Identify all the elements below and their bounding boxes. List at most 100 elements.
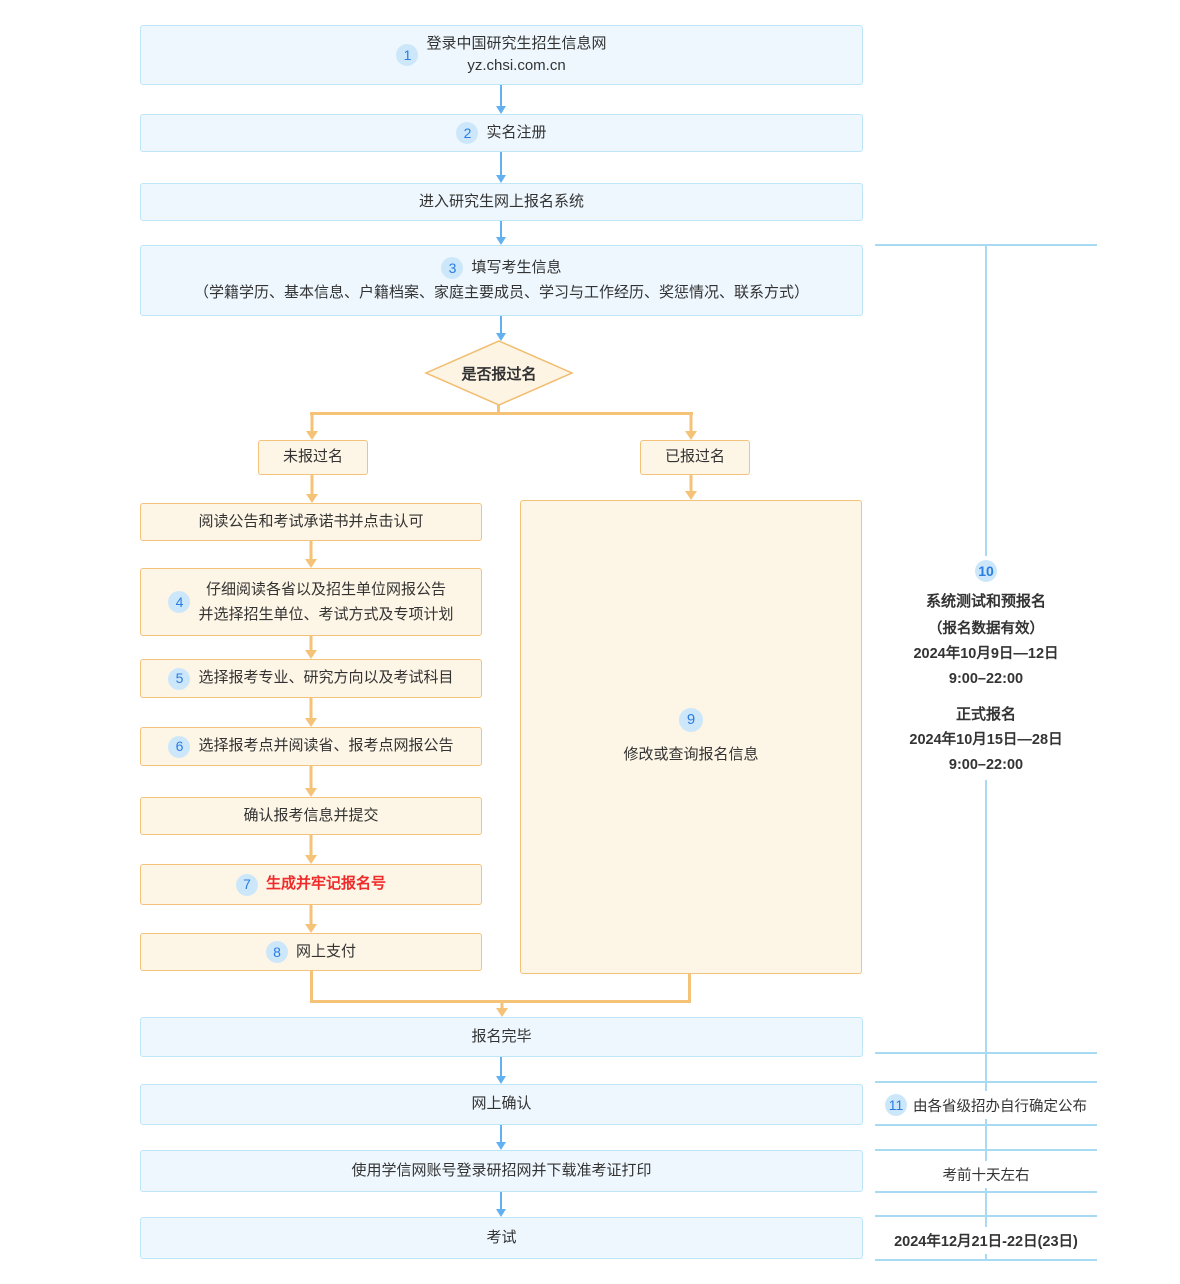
arrow-head: [496, 1142, 506, 1150]
side-row-pre-exam: 考前十天左右: [932, 1161, 1040, 1188]
box-print-ticket: 使用学信网账号登录研招网并下载准考证打印: [140, 1150, 863, 1192]
connector-right-down: [688, 974, 691, 1003]
arrow-head: [496, 237, 506, 245]
branch-not-registered: 未报过名: [258, 440, 368, 475]
panel-line: [875, 1052, 1097, 1054]
panel-line: [875, 1149, 1097, 1151]
flow-arrow: [306, 412, 318, 440]
arrow-head: [306, 494, 318, 503]
step1-text: 登录中国研究生招生信息网 yz.chsi.com.cn: [426, 33, 606, 78]
step7-label: 生成并牢记报名号: [265, 875, 386, 893]
panel-line: [875, 1259, 1097, 1261]
arrow-shaft: [500, 221, 502, 237]
branch-yes-label: 已报过名: [664, 448, 725, 466]
arrow-head: [496, 175, 506, 183]
section10-title: 系统测试和预报名: [925, 593, 1046, 610]
step2-label: 实名注册: [486, 123, 547, 141]
box-step9-modify-query: 9 修改或查询报名信息: [520, 500, 862, 974]
step8-label: 网上支付: [295, 942, 356, 960]
branch-registered: 已报过名: [640, 440, 750, 475]
connector-left-down: [310, 971, 313, 1003]
arrow-shaft: [309, 835, 313, 855]
box-step5-choose-major: 5 选择报考专业、研究方向以及考试科目: [140, 659, 482, 698]
arrow-head: [685, 431, 697, 440]
flow-arrow: [495, 316, 507, 341]
step3-title: 填写考生信息: [471, 259, 562, 276]
arrow-head: [496, 1209, 506, 1217]
box-online-confirm: 网上确认: [140, 1084, 863, 1125]
step3-badge: 3: [441, 257, 464, 280]
section10-date1: 2024年10月9日—12日: [913, 645, 1059, 662]
step3-title-row: 3 填写考生信息: [441, 257, 562, 280]
box-step8-pay-online: 8 网上支付: [140, 933, 482, 971]
decision-label: 是否报过名: [461, 365, 537, 383]
arrow-shaft: [500, 1125, 502, 1142]
section10-date2: 2024年10月15日—28日: [909, 731, 1063, 748]
print-ticket-label: 使用学信网账号登录研招网并下载准考证打印: [351, 1161, 652, 1179]
arrow-shaft: [309, 698, 313, 718]
branch-no-label: 未报过名: [282, 448, 343, 466]
arrow-head: [496, 106, 506, 114]
arrow-head: [496, 1008, 508, 1017]
arrow-shaft: [500, 1057, 502, 1076]
step9-badge: 9: [679, 707, 703, 732]
step4-line2: 并选择招生单位、考试方式及专项计划: [198, 606, 454, 623]
flow-arrow: [495, 1001, 509, 1017]
arrow-head: [305, 718, 317, 727]
flow-arrow: [305, 905, 317, 933]
flow-arrow: [306, 475, 318, 503]
row11-label: 由各省级招办自行确定公布: [913, 1098, 1087, 1115]
box-step1-login: 1 登录中国研究生招生信息网 yz.chsi.com.cn: [140, 25, 863, 85]
step8-badge: 8: [265, 941, 288, 963]
box-step3-fill-info: 3 填写考生信息 （学籍学历、基本信息、户籍档案、家庭主要成员、学习与工作经历、…: [140, 245, 863, 316]
step9-label: 修改或查询报名信息: [623, 745, 759, 763]
arrow-shaft: [500, 316, 502, 333]
exam-label: 考试: [486, 1228, 517, 1246]
panel-line: [875, 1124, 1097, 1126]
row11-badge: 11: [885, 1094, 907, 1116]
arrow-head: [305, 559, 317, 568]
step4-badge: 4: [168, 591, 191, 613]
connector-split: [310, 412, 693, 415]
step4-text: 仔细阅读各省以及招生单位网报公告 并选择招生单位、考试方式及专项计划: [198, 577, 453, 628]
flow-arrow: [305, 835, 317, 864]
box-step4-read-select: 仔细阅读各省以及招生单位网报公告 4 仔细阅读各省以及招生单位网报公告 并选择招…: [140, 568, 482, 636]
flow-arrow: [305, 766, 317, 797]
online-confirm-label: 网上确认: [471, 1095, 532, 1113]
flow-arrow: [495, 1125, 507, 1150]
arrow-head: [305, 855, 317, 864]
step3-detail: （学籍学历、基本信息、户籍档案、家庭主要成员、学习与工作经历、奖惩情况、联系方式…: [193, 283, 809, 301]
pre-exam-label: 考前十天左右: [942, 1168, 1030, 1184]
section10-time1: 9:00–22:00: [948, 670, 1024, 687]
step1-badge: 1: [396, 44, 419, 66]
flow-arrow: [685, 475, 697, 500]
section10-badge: 10: [975, 560, 997, 582]
arrow-head: [306, 431, 318, 440]
section10-note: （报名数据有效）: [928, 620, 1044, 637]
box-step7-remember-number: 7 生成并牢记报名号: [140, 864, 482, 905]
flow-arrow: [495, 221, 507, 245]
panel-line-top: [875, 244, 1097, 246]
arrow-shaft: [309, 636, 313, 650]
step5-badge: 5: [168, 667, 191, 690]
arrow-shaft: [309, 541, 313, 559]
arrow-shaft: [309, 905, 313, 924]
side-row-exam-date: 2024年12月21日-22日(23日): [884, 1227, 1088, 1254]
arrow-shaft: [310, 475, 314, 494]
registration-done-label: 报名完毕: [471, 1027, 532, 1045]
panel-line: [875, 1191, 1097, 1193]
flow-arrow: [305, 541, 317, 568]
step5-label: 选择报考专业、研究方向以及考试科目: [198, 669, 454, 687]
connector-stub: [497, 405, 500, 414]
flow-arrow: [495, 152, 507, 183]
box-step2-register: 2 实名注册: [140, 114, 863, 152]
enter-system-label: 进入研究生网上报名系统: [418, 192, 584, 210]
arrow-shaft: [500, 1192, 502, 1209]
step6-label: 选择报考点并阅读省、报考点网报公告: [198, 737, 454, 755]
flow-arrow: [305, 698, 317, 727]
arrow-shaft: [310, 412, 314, 431]
step1-line1: 登录中国研究生招生信息网: [426, 34, 607, 52]
flow-arrow: [495, 85, 507, 114]
step7-badge: 7: [235, 873, 258, 896]
